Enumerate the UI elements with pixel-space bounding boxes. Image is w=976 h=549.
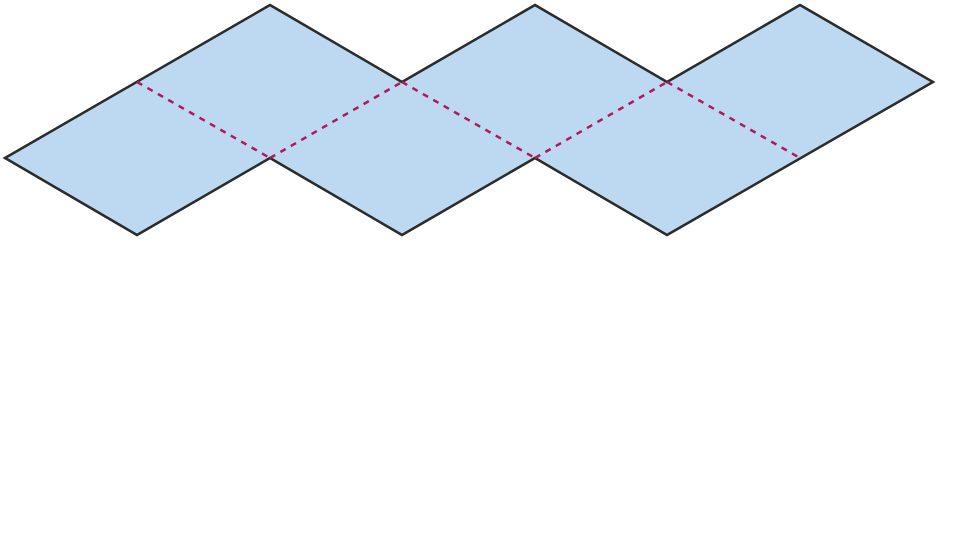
fold-line bbox=[534, 80, 668, 160]
fold-line bbox=[401, 80, 536, 160]
fold-line bbox=[136, 80, 271, 160]
fold-line bbox=[666, 80, 801, 160]
fold-lines bbox=[136, 80, 801, 160]
fold-line bbox=[269, 80, 403, 160]
